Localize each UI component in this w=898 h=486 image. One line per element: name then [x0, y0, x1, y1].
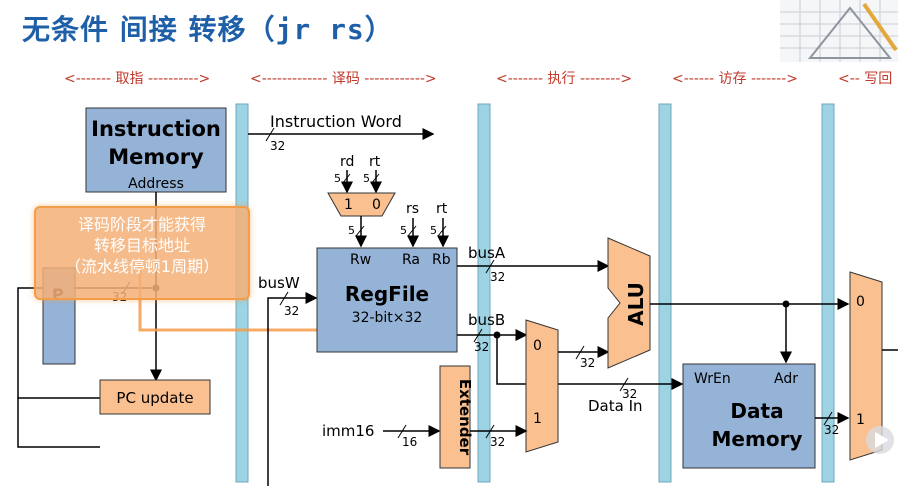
- instruction-word-label: Instruction Word: [270, 112, 402, 131]
- mux-rw-rd: rd: [340, 154, 354, 170]
- register-file: [316, 247, 458, 353]
- width-label: 32: [474, 340, 489, 354]
- stage-decode: <------------- 译码 ------------>: [250, 71, 437, 87]
- alu: [607, 237, 651, 369]
- stage-memory: <------ 访存 ------->: [672, 71, 799, 87]
- dmem-title-1: Data: [730, 399, 783, 423]
- imem-title-2: Memory: [108, 145, 204, 169]
- width-label: 5: [363, 172, 370, 185]
- mux-rw: [327, 192, 396, 217]
- width-label: 5: [348, 224, 355, 237]
- regfile-rb: Rb: [432, 252, 451, 268]
- callout-line-3: （流水线停顿1周期）: [64, 257, 220, 276]
- extender: [439, 365, 471, 469]
- extender-label: Extender: [456, 379, 474, 456]
- data-memory: [682, 363, 816, 469]
- pc-update-block: [99, 379, 211, 415]
- regfile-title: RegFile: [345, 282, 429, 306]
- regfile-ra: Ra: [402, 252, 420, 268]
- width-label: 32: [490, 270, 505, 284]
- width-label: 32: [824, 423, 839, 437]
- instruction-memory: [85, 107, 227, 193]
- mux-b-in0: 0: [533, 338, 542, 354]
- busw-label: busW: [258, 274, 300, 292]
- mux-rw-in1: 1: [344, 197, 353, 213]
- width-label: 32: [284, 304, 299, 318]
- title-main: 无条件 间接 转移（: [22, 13, 276, 46]
- stage-writeback: <-- 写回: [838, 71, 893, 87]
- regfile-sub: 32-bit×32: [352, 310, 423, 326]
- drafting-tools-icon: [780, 0, 898, 62]
- reg-input-rt: rt: [436, 201, 448, 217]
- busb-label: busB: [468, 311, 505, 329]
- alu-label: ALU: [624, 282, 648, 326]
- pipeline-register-mem-wb: [821, 103, 835, 483]
- imm16-label: imm16: [322, 422, 374, 440]
- dmem-title-2: Memory: [712, 427, 803, 451]
- callout-line-2: 转移目标地址: [93, 236, 190, 255]
- mux-wb-in1: 1: [856, 412, 865, 428]
- width-label: 32: [580, 356, 595, 370]
- stage-fetch: <------- 取指 ---------->: [64, 71, 211, 87]
- pc-update-label: PC update: [116, 389, 193, 407]
- width-label: 32: [490, 435, 505, 449]
- stage-execute: <------- 执行 -------->: [496, 71, 633, 87]
- pipeline-register-id-ex: [477, 103, 491, 483]
- width-label: 5: [334, 172, 341, 185]
- width-label: 32: [622, 387, 637, 401]
- mux-wb-in0: 0: [856, 294, 865, 310]
- page-title: 无条件 间接 转移（jr rs）: [22, 8, 394, 48]
- mux-b-in1: 1: [533, 411, 542, 427]
- stall-callout: 译码阶段才能获得 转移目标地址 （流水线停顿1周期）: [34, 206, 250, 300]
- data-in-label: Data In: [588, 397, 643, 415]
- dmem-wren: WrEn: [694, 371, 731, 387]
- width-label: 16: [402, 435, 417, 449]
- width-label: 32: [270, 139, 285, 153]
- mux-rw-rt: rt: [369, 154, 381, 170]
- mux-alusrc: [525, 319, 559, 453]
- busa-label: busA: [468, 244, 506, 262]
- regfile-rw: Rw: [350, 252, 371, 268]
- imem-address-label: Address: [128, 176, 184, 192]
- mux-rw-in0: 0: [372, 197, 381, 213]
- pipeline-register-ex-mem: [658, 103, 672, 483]
- width-label: 5: [400, 224, 407, 237]
- width-label: 5: [430, 224, 437, 237]
- callout-line-1: 译码阶段才能获得: [77, 215, 206, 234]
- reg-input-rs: rs: [406, 201, 419, 217]
- title-code: jr rs: [275, 13, 365, 46]
- imem-title-1: Instruction: [91, 117, 221, 141]
- title-close: ）: [364, 13, 394, 46]
- dmem-adr: Adr: [774, 371, 798, 387]
